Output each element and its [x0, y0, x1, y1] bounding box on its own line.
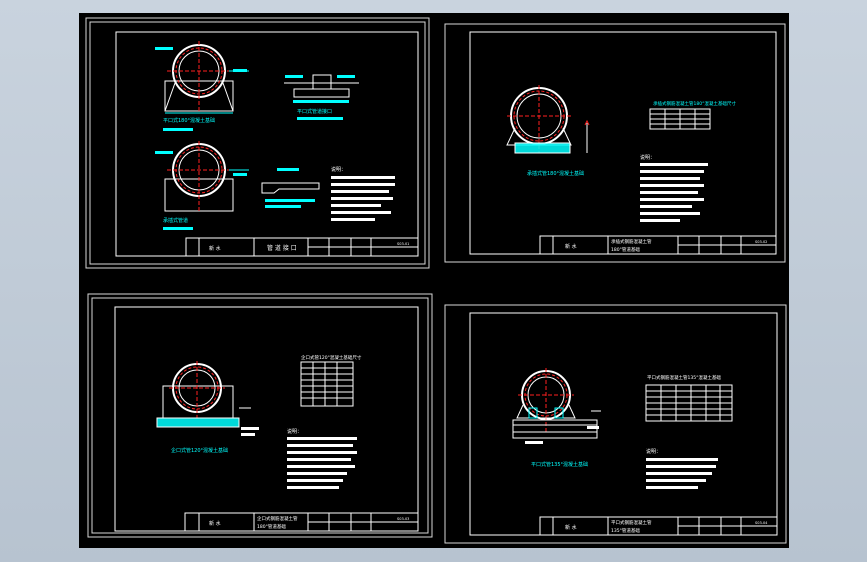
- sheet-2-table: 承插式钢筋混凝土管180°混凝土基础尺寸: [649, 100, 736, 130]
- sheet-1-caption-2-sub: [297, 117, 343, 120]
- sheet-2-tb-left: 新 水: [565, 243, 577, 250]
- sheet-4-table-title: 平口式钢筋混凝土管135°混凝土基础: [647, 374, 721, 381]
- sheet-4-pipe-section: [512, 368, 601, 444]
- cad-drawing: 平口式180°混凝土基础 承插式管道 平口式管道接口: [85, 17, 787, 544]
- sheet-1-caption-2: 平口式管道接口: [297, 108, 332, 115]
- sheet-4[interactable]: 平口式管135°混凝土基础 平口式钢筋混凝土管135°混凝土基础 说明：: [444, 304, 787, 544]
- sheet-1-notes: 说明：: [331, 166, 395, 221]
- sheet-1-border: [85, 17, 430, 269]
- sheet-2-table-title: 承插式钢筋混凝土管180°混凝土基础尺寸: [653, 100, 736, 107]
- drawing-canvas[interactable]: 平口式180°混凝土基础 承插式管道 平口式管道接口: [79, 13, 789, 548]
- sheet-3[interactable]: 企口式管120°混凝土基础 企口式管120°混凝土基础尺寸 说明：: [87, 293, 433, 538]
- sheet-2-caption-1: 承插式管180°混凝土基础: [527, 170, 584, 177]
- sheet-1-caption-1-sub: [163, 128, 193, 131]
- joint-detail-2: [261, 168, 320, 208]
- sheet-1-tb-left: 新 水: [209, 245, 221, 252]
- sheet-1-border-inner: [89, 21, 426, 265]
- sheet-1-title-block: 新 水 管 道 接 口 S03-01: [185, 237, 419, 257]
- sheet-1[interactable]: 平口式180°混凝土基础 承插式管道 平口式管道接口: [85, 17, 430, 269]
- sheet-1-tb-code: S03-01: [397, 242, 409, 246]
- sheet-4-notes-title: 说明：: [646, 448, 661, 455]
- sheet-2-notes-title: 说明：: [640, 154, 655, 161]
- sheet-3-caption-1: 企口式管120°混凝土基础: [171, 447, 228, 454]
- sheet-3-tb-code: S03-03: [397, 517, 409, 521]
- sheet-4-caption-1: 平口式管135°混凝土基础: [531, 461, 588, 468]
- pipe-section-top: [155, 41, 249, 114]
- sheet-4-table: 平口式钢筋混凝土管135°混凝土基础: [645, 374, 733, 422]
- sheet-3-border: [87, 293, 433, 538]
- sheet-2-tb-title-2: 180°管道基础: [611, 246, 640, 253]
- sheet-3-table: 企口式管120°混凝土基础尺寸: [300, 354, 362, 407]
- sheet-4-tb-code: S03-04: [755, 521, 768, 525]
- sheet-2-pipe-section: [506, 85, 590, 154]
- sheet-1-caption-1: 平口式180°混凝土基础: [163, 117, 215, 124]
- sheet-2-tb-title-1: 承插式钢筋混凝土管: [611, 238, 652, 245]
- sheet-2-notes: 说明：: [640, 154, 708, 222]
- sheet-4-tb-left: 新 水: [565, 524, 577, 531]
- sheet-4-notes: 说明：: [646, 448, 718, 489]
- sheet-1-notes-title: 说明：: [331, 166, 346, 173]
- pipe-section-bottom: [155, 141, 249, 213]
- joint-detail: [284, 74, 359, 103]
- sheet-1-drawing-frame: [115, 31, 419, 257]
- sheet-3-tb-title-2: 180°管道基础: [257, 523, 286, 530]
- sheet-4-tb-title-1: 平口式钢筋混凝土管: [611, 519, 652, 526]
- sheet-4-title-block: 新 水 平口式钢筋混凝土管 135°管道基础 S03-04: [539, 516, 778, 536]
- sheet-3-tb-left: 新 水: [209, 520, 221, 527]
- sheet-1-caption-3-sub: [163, 227, 193, 230]
- sheet-4-drawing-frame: [469, 312, 778, 536]
- sheet-3-title-block: 新 水 企口式钢筋混凝土管 180°管道基础 S03-03: [184, 512, 419, 532]
- sheet-4-border: [444, 304, 787, 544]
- sheet-2-title-block: 新 水 承插式钢筋混凝土管 180°管道基础 S03-02: [539, 235, 777, 255]
- sheet-2[interactable]: 承插式管180°混凝土基础 承插式钢筋混凝土管180°混凝土基础尺寸 说明：: [444, 23, 786, 263]
- sheet-3-pipe-section: [156, 361, 259, 436]
- sheet-1-caption-3: 承插式管道: [163, 217, 188, 224]
- sheet-3-notes-title: 说明：: [287, 428, 302, 435]
- sheet-1-tb-title: 管 道 接 口: [267, 244, 297, 252]
- sheet-2-border: [444, 23, 786, 263]
- sheet-3-table-title: 企口式管120°混凝土基础尺寸: [301, 354, 362, 361]
- sheet-2-tb-code: S03-02: [755, 240, 767, 244]
- sheet-3-notes: 说明：: [287, 428, 357, 489]
- sheet-3-border-inner: [91, 297, 429, 534]
- sheet-3-tb-title-1: 企口式钢筋混凝土管: [257, 515, 298, 522]
- sheet-4-tb-title-2: 135°管道基础: [611, 527, 640, 534]
